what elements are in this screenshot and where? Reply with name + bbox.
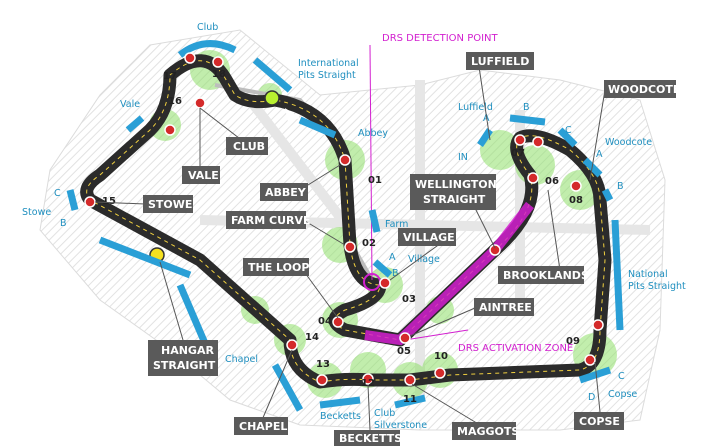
svg-text:FARM CURVE: FARM CURVE bbox=[231, 214, 311, 227]
svg-text:WELLINGTON: WELLINGTON bbox=[415, 178, 497, 191]
svg-text:CLUB: CLUB bbox=[233, 140, 265, 153]
drs-activation-zone bbox=[364, 201, 534, 346]
letter-luffield-b: B bbox=[523, 102, 530, 113]
turn-number-17: 17 bbox=[163, 71, 177, 82]
turn-number-07: 07 bbox=[511, 148, 525, 159]
letter-luffield-in: IN bbox=[458, 152, 468, 163]
stand-international-line1: International bbox=[298, 58, 359, 69]
turn-number-10: 10 bbox=[434, 351, 448, 362]
svg-text:VALE: VALE bbox=[188, 169, 219, 182]
stand-vale: Vale bbox=[120, 99, 140, 110]
svg-text:COPSE: COPSE bbox=[579, 415, 620, 428]
drs-activation-label: DRS ACTIVATION ZONE bbox=[458, 343, 573, 354]
corner-labels: CLUB VALE ABBEY FARM CURVE STOWE THE LOO… bbox=[143, 52, 680, 446]
letter-village-a: A bbox=[389, 252, 396, 263]
letter-stowe-b: B bbox=[60, 218, 67, 229]
turn-number-18: 18 bbox=[212, 69, 226, 80]
letter-woodcote-a: A bbox=[596, 149, 603, 160]
letter-woodcote-b: B bbox=[617, 181, 624, 192]
corner-label-wellington-straight: WELLINGTON STRAIGHT bbox=[410, 174, 497, 210]
svg-text:VILLAGE: VILLAGE bbox=[403, 231, 455, 244]
stand-copse: Copse bbox=[608, 389, 637, 400]
letter-stowe-c: C bbox=[54, 188, 61, 199]
stand-labels: Club International Pits Straight Vale Ab… bbox=[22, 22, 686, 431]
stand-abbey: Abbey bbox=[358, 128, 388, 139]
corner-label-village: VILLAGE bbox=[398, 228, 456, 246]
stand-club: Club bbox=[197, 22, 218, 33]
corner-label-brooklands: BROOKLANDS bbox=[498, 266, 589, 284]
direction-arrow bbox=[285, 108, 300, 122]
turn-number-08: 08 bbox=[569, 195, 583, 206]
turn-number-16: 16 bbox=[168, 96, 182, 107]
corner-label-copse: COPSE bbox=[574, 412, 624, 430]
svg-text:STOWE: STOWE bbox=[148, 198, 192, 211]
label-connectors bbox=[94, 59, 606, 431]
svg-text:AINTREE: AINTREE bbox=[479, 301, 532, 314]
stand-village: Village bbox=[408, 254, 440, 265]
stand-club-silverstone-line2: Silverstone bbox=[374, 420, 427, 431]
stand-luffield: Luffield bbox=[458, 102, 493, 113]
letter-copse-d: D bbox=[588, 392, 595, 403]
svg-text:LUFFIELD: LUFFIELD bbox=[471, 55, 529, 68]
drs-detection-label: DRS DETECTION POINT bbox=[382, 33, 499, 44]
turn-number-13: 13 bbox=[316, 359, 330, 370]
letter-copse-c: C bbox=[618, 371, 625, 382]
corner-label-abbey: ABBEY bbox=[260, 183, 308, 201]
turn-number-14: 14 bbox=[305, 332, 319, 343]
turn-number-04: 04 bbox=[318, 316, 332, 327]
turn-number-02: 02 bbox=[362, 238, 376, 249]
letter-village-b: B bbox=[392, 268, 399, 279]
svg-text:BECKETTS: BECKETTS bbox=[339, 432, 402, 445]
turn-number-15: 15 bbox=[102, 196, 116, 207]
turn-number-09: 09 bbox=[566, 336, 580, 347]
track bbox=[80, 54, 612, 389]
drs-activation-line bbox=[404, 329, 469, 341]
corner-label-the-loop: THE LOOP bbox=[243, 258, 309, 276]
corner-label-woodcote: WOODCOTE bbox=[604, 80, 680, 98]
corner-label-maggots: MAGGOTS bbox=[452, 422, 519, 440]
stand-farm: Farm bbox=[385, 219, 408, 230]
turn-markers bbox=[84, 52, 604, 386]
start-finish-marker bbox=[264, 90, 280, 106]
svg-text:STRAIGHT: STRAIGHT bbox=[423, 193, 486, 206]
corner-label-becketts: BECKETTS bbox=[334, 430, 402, 446]
corner-label-hangar-straight: HANGAR STRAIGHT bbox=[148, 340, 218, 376]
corner-label-luffield: LUFFIELD bbox=[466, 52, 534, 70]
corner-label-club: CLUB bbox=[226, 137, 268, 155]
svg-text:HANGAR: HANGAR bbox=[161, 344, 214, 357]
corner-label-stowe: STOWE bbox=[143, 195, 193, 213]
svg-text:MAGGOTS: MAGGOTS bbox=[457, 425, 519, 438]
letter-luffield-c: C bbox=[565, 125, 572, 136]
corner-label-vale: VALE bbox=[182, 166, 220, 184]
turn-number-06: 06 bbox=[545, 176, 559, 187]
corner-label-farm-curve: FARM CURVE bbox=[226, 211, 311, 229]
drs-detection-line bbox=[369, 44, 373, 281]
grandstand-letters: C B A B A B C IN A B C D bbox=[54, 102, 625, 403]
stand-national-line1: National bbox=[628, 269, 668, 280]
stand-stowe: Stowe bbox=[22, 207, 51, 218]
stand-chapel: Chapel bbox=[225, 354, 258, 365]
turn-number-03: 03 bbox=[402, 294, 416, 305]
turn-number-05: 05 bbox=[397, 346, 411, 357]
svg-text:STRAIGHT: STRAIGHT bbox=[153, 359, 216, 372]
svg-text:THE LOOP: THE LOOP bbox=[248, 261, 309, 274]
stand-becketts: Becketts bbox=[320, 411, 361, 422]
turn-number-01: 01 bbox=[368, 175, 382, 186]
drs-labels: DRS DETECTION POINT DRS ACTIVATION ZONE bbox=[382, 33, 573, 354]
turn-number-11: 11 bbox=[403, 394, 417, 405]
turn-number-12: 12 bbox=[361, 378, 375, 389]
svg-text:CHAPEL: CHAPEL bbox=[239, 420, 287, 433]
stand-woodcote: Woodcote bbox=[605, 137, 652, 148]
stand-club-silverstone-line1: Club bbox=[374, 408, 395, 419]
svg-text:BROOKLANDS: BROOKLANDS bbox=[503, 269, 589, 282]
svg-text:ABBEY: ABBEY bbox=[265, 186, 307, 199]
stand-international-line2: Pits Straight bbox=[298, 70, 356, 81]
corner-label-aintree: AINTREE bbox=[474, 298, 534, 316]
turn-numbers: 01 02 03 04 05 06 07 08 09 10 11 12 13 1… bbox=[102, 69, 583, 405]
stand-national-line2: Pits Straight bbox=[628, 281, 686, 292]
svg-text:WOODCOTE: WOODCOTE bbox=[608, 83, 680, 96]
corner-label-chapel: CHAPEL bbox=[234, 417, 288, 435]
